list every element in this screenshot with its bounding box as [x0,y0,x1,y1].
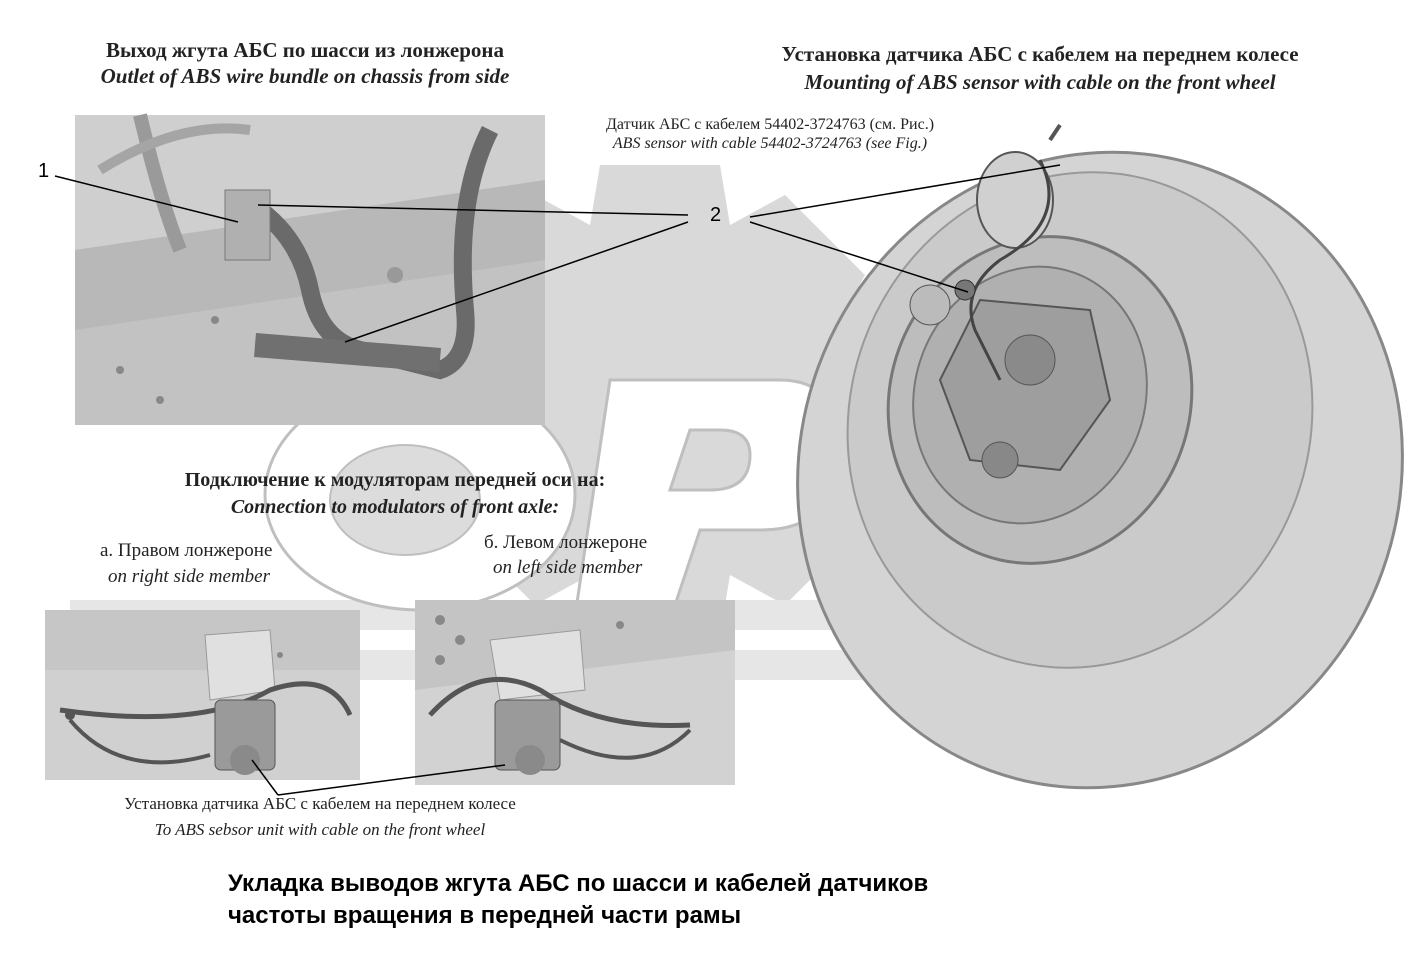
abs-sensor-cable [969,159,1051,381]
caption-line-2: частоты вращения в передней части рамы [228,902,742,929]
leader-2a [257,204,689,216]
abs-sensor [954,279,976,301]
leader-2d [749,221,969,293]
leader-bottom-b [277,764,506,796]
right-member-ru: а. Правом лонжероне [100,540,273,561]
photo-frame-outlet [75,113,545,425]
callout-2: 2 [710,204,722,226]
modulators-title-ru: Подключение к модуляторам передней оси н… [184,469,606,491]
caption-line-1: Укладка выводов жгута АБС по шасси и каб… [228,870,929,897]
watermark-letters [263,378,842,652]
right-member-en: on right side member [108,566,271,587]
sensor-label-en: ABS sensor with cable 54402-3724763 (see… [612,135,928,152]
watermark-letter-o-hole [329,444,481,556]
wheel-title-ru: Установка датчика АБС с кабелем на перед… [781,42,1299,66]
outlet-title-en: Outlet of ABS wire bundle on chassis fro… [100,64,510,88]
leader-bottom-a [251,759,279,796]
outlet-title-ru: Выход жгута АБС по шасси из лонжерона [105,38,505,62]
photo-right-side-member [45,610,360,780]
callout-1: 1 [38,160,50,182]
leader-2b [344,221,689,343]
modulators-title-en: Connection to modulators of front axle: [230,496,560,518]
photo-left-side-member [415,600,735,785]
leader-2c [749,164,1061,218]
bottom-note-en: To ABS sebsor unit with cable on the fro… [154,820,486,839]
leader-1 [54,175,239,223]
sensor-label-ru: Датчик АБС с кабелем 54402-3724763 (см. … [605,116,935,133]
left-member-ru: б. Левом лонжероне [484,532,648,553]
abs-wire-bundle [254,125,499,380]
wheel-title-en: Mounting of ABS sensor with cable on the… [804,70,1276,94]
front-wheel-drawing [796,123,1404,790]
left-member-en: on left side member [493,557,643,578]
leader-lines [54,164,1061,796]
bottom-note-ru: Установка датчика АБС с кабелем на перед… [124,794,516,813]
